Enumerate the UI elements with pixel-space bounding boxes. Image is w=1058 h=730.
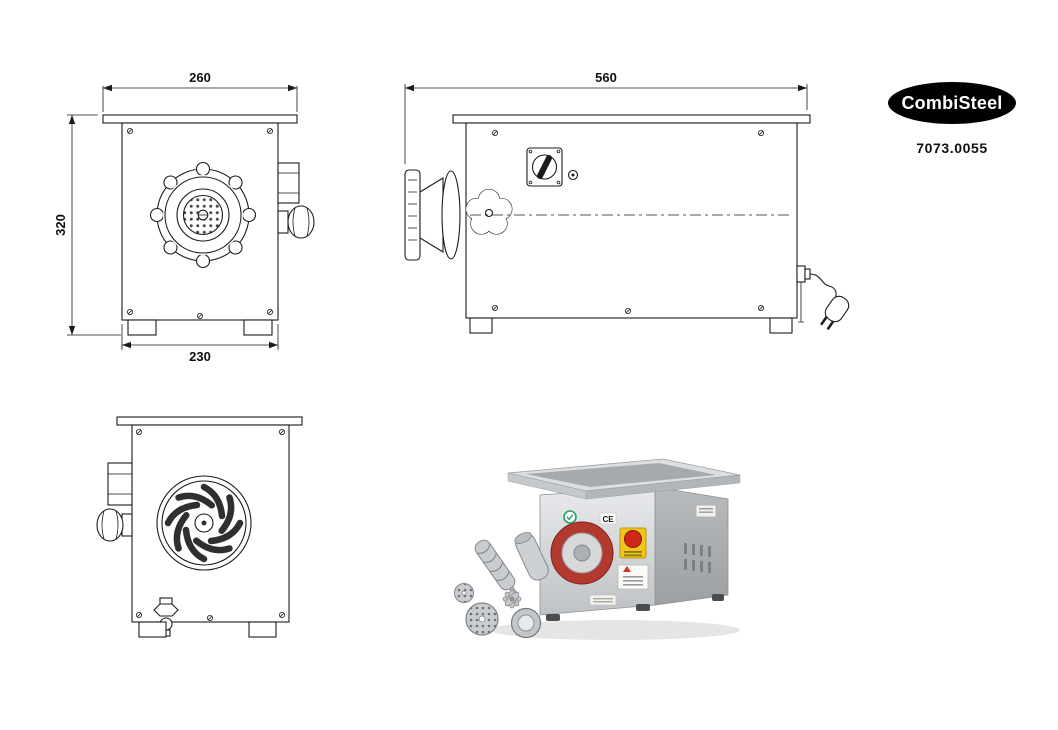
- front-feet: [127, 319, 273, 336]
- meat-tray: [507, 458, 741, 500]
- dimension-front-top-width: 260: [102, 70, 298, 112]
- ce-label: CE: [602, 515, 614, 524]
- grinder-head-side: [404, 169, 461, 261]
- power-switch: [526, 147, 579, 187]
- front-lid: [102, 114, 298, 124]
- side-feet: [469, 317, 793, 334]
- product-photo: CE: [454, 458, 741, 640]
- worm-auger: [474, 539, 519, 598]
- dimension-front-bottom-width: 230: [121, 324, 279, 364]
- dimension-front-height: 320: [53, 114, 121, 336]
- power-cord: [796, 265, 850, 330]
- side-panel-screws: [492, 130, 764, 314]
- photo-shadow: [490, 620, 740, 640]
- green-sticker: [563, 510, 577, 524]
- front-panel-screws: [127, 128, 273, 319]
- brand-sticker: [695, 504, 717, 518]
- feed-tube: [514, 531, 549, 581]
- dim-label-560: 560: [595, 70, 617, 85]
- spec-sticker: [589, 594, 617, 606]
- front-view-drawing: 260 320: [53, 70, 315, 364]
- ring-nut: [510, 607, 542, 639]
- flange-lobes: [149, 161, 257, 269]
- rear-lid: [116, 416, 303, 426]
- brand-logo: CombiSteel: [888, 82, 1016, 124]
- product-code: 7073.0055: [916, 140, 988, 156]
- dim-label-260: 260: [189, 70, 211, 85]
- machine-right-face: [654, 486, 729, 606]
- clamp-knob-rear: [96, 508, 124, 542]
- red-ring-nut: [550, 521, 614, 585]
- grinder-machine: CE: [507, 458, 741, 621]
- clamp-knob-front: [287, 205, 315, 239]
- front-side-outlet: [277, 162, 315, 239]
- side-body-panel: [465, 122, 798, 319]
- clamp-knob-side: [465, 188, 513, 235]
- brand-logo-text: CombiSteel: [901, 92, 1003, 113]
- grinder-head-front: [149, 161, 257, 269]
- dim-label-230: 230: [189, 349, 211, 364]
- power-plug: [820, 295, 850, 330]
- grinding-discs: [454, 583, 499, 636]
- rear-view-drawing: [96, 416, 303, 638]
- dim-label-320: 320: [53, 214, 68, 236]
- rear-feet: [138, 621, 277, 638]
- emergency-stop-button: [619, 527, 647, 559]
- dimension-side-length: 560: [404, 70, 808, 164]
- side-lid: [452, 114, 811, 124]
- rear-panel-screws: [136, 428, 285, 621]
- machine-feet: [546, 594, 724, 621]
- accessories: [454, 531, 549, 639]
- vent-slots: [684, 543, 711, 573]
- fan-grille: [156, 475, 252, 571]
- warning-sticker: [617, 564, 649, 590]
- side-view-drawing: 560: [404, 70, 850, 334]
- ce-sticker: CE: [599, 512, 617, 525]
- rear-side-outlet: [96, 462, 133, 542]
- cross-knife: [502, 589, 522, 609]
